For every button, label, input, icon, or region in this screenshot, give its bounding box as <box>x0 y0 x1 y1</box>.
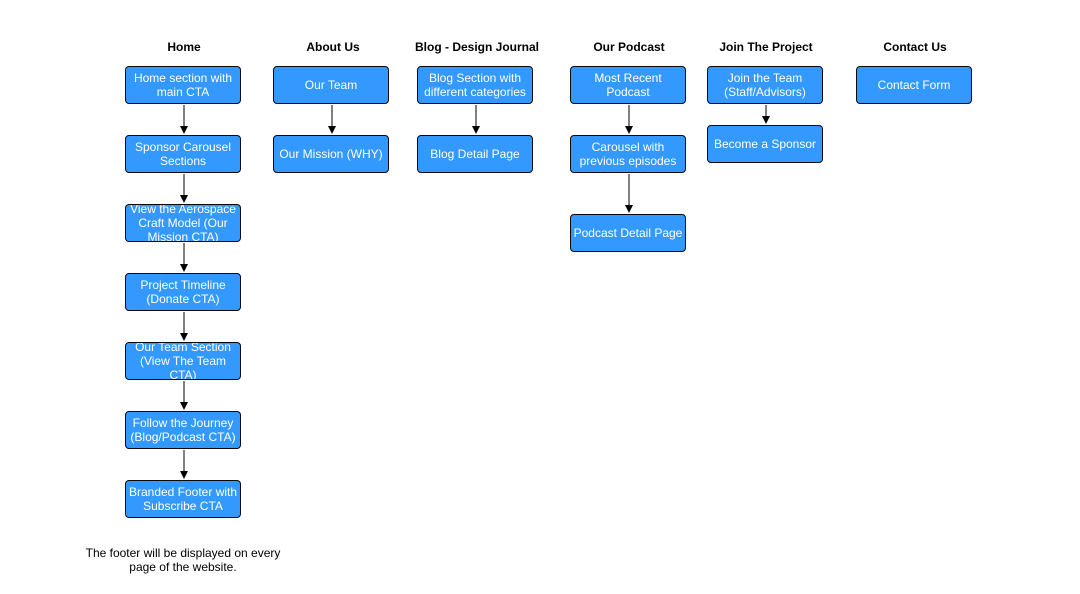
column-title-podcast: Our Podcast <box>593 40 665 54</box>
node-branded-footer: Branded Footer with Subscribe CTA <box>125 480 241 518</box>
node-join-team: Join the Team (Staff/Advisors) <box>707 66 823 104</box>
node-podcast-detail: Podcast Detail Page <box>570 214 686 252</box>
node-project-timeline: Project Timeline (Donate CTA) <box>125 273 241 311</box>
footer-note: The footer will be displayed on every pa… <box>85 546 281 574</box>
column-title-about-us: About Us <box>306 40 360 54</box>
column-title-join: Join The Project <box>719 40 813 54</box>
node-aerospace-model: View the Aerospace Craft Model (Our Miss… <box>125 204 241 242</box>
node-our-team: Our Team <box>273 66 389 104</box>
node-our-mission: Our Mission (WHY) <box>273 135 389 173</box>
node-follow-journey: Follow the Journey (Blog/Podcast CTA) <box>125 411 241 449</box>
node-our-team-section: Our Team Section (View The Team CTA) <box>125 342 241 380</box>
column-title-home: Home <box>167 40 201 54</box>
column-title-contact: Contact Us <box>883 40 947 54</box>
node-podcast-carousel: Carousel with previous episodes <box>570 135 686 173</box>
node-recent-podcast: Most Recent Podcast <box>570 66 686 104</box>
node-contact-form: Contact Form <box>856 66 972 104</box>
node-blog-section: Blog Section with different categories <box>417 66 533 104</box>
node-home-section: Home section with main CTA <box>125 66 241 104</box>
node-become-sponsor: Become a Sponsor <box>707 125 823 163</box>
node-sponsor-carousel: Sponsor Carousel Sections <box>125 135 241 173</box>
column-title-blog: Blog - Design Journal <box>414 40 540 54</box>
node-blog-detail: Blog Detail Page <box>417 135 533 173</box>
